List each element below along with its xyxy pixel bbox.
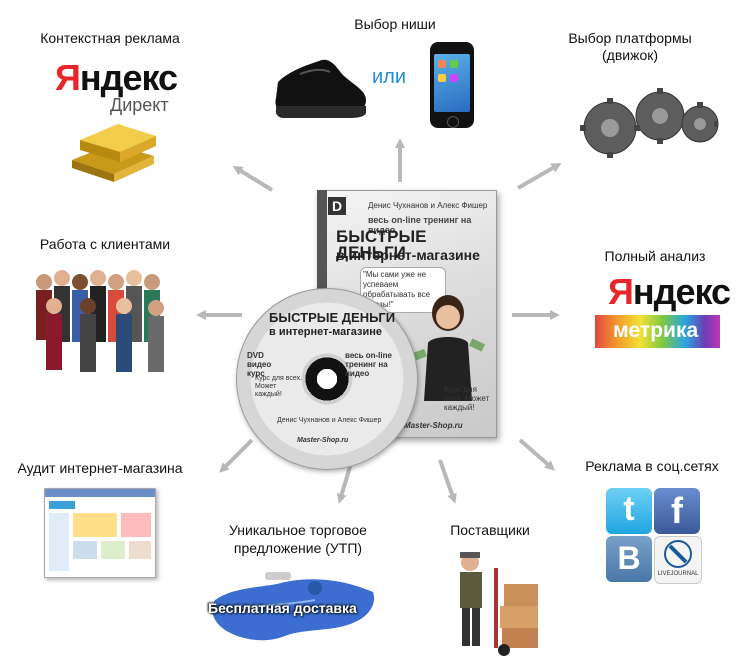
disc-title-2: в интернет-магазине bbox=[269, 326, 383, 338]
arrow-to-social bbox=[518, 438, 556, 471]
yandex-logo-first-letter: Я bbox=[55, 57, 81, 98]
metrika-text: метрика bbox=[613, 319, 699, 342]
box-tagline: весь on-line тренинг на видео bbox=[368, 215, 472, 235]
free-delivery-banner: Бесплатная доставка bbox=[208, 600, 357, 616]
facebook-letter: f bbox=[671, 490, 683, 531]
website-screenshot-image bbox=[44, 488, 156, 578]
woman-photo bbox=[411, 295, 486, 401]
or-text: или bbox=[372, 66, 407, 88]
disc-authors: Денис Чухнанов и Алекс Фишер bbox=[277, 417, 382, 424]
suppliers-label: Поставщики bbox=[450, 522, 530, 538]
metrika-banner: метрика bbox=[595, 315, 720, 348]
facebook-icon: f bbox=[654, 488, 700, 534]
arrow-to-platform bbox=[517, 163, 562, 190]
disc-course: Курс для всех. Может каждый! bbox=[255, 375, 303, 398]
russia-map-image bbox=[212, 572, 375, 641]
twitter-letter: t bbox=[623, 490, 635, 528]
context-ads-label: Контекстная реклама bbox=[40, 30, 180, 46]
shoe-image bbox=[275, 59, 366, 118]
box-site: Master-Shop.ru bbox=[404, 421, 463, 430]
usp-label-1: Уникальное торговое bbox=[229, 522, 367, 538]
phone-image bbox=[430, 42, 474, 128]
vk-letter: B bbox=[617, 540, 641, 576]
box-title-2: в интернет-магазине bbox=[336, 247, 480, 263]
social-label: Реклама в соц.сетях bbox=[585, 458, 719, 474]
arrow-to-audit bbox=[219, 438, 254, 473]
livejournal-icon: LIVEJOURNAL bbox=[654, 536, 702, 584]
audit-label: Аудит интернет-магазина bbox=[17, 460, 183, 476]
livejournal-pencil-icon bbox=[664, 540, 692, 568]
dvd-disc: БЫСТРЫЕ ДЕНЬГИ в интернет-магазине DVD в… bbox=[236, 288, 418, 470]
dvd-logo-icon: D bbox=[328, 197, 346, 215]
yandex-logo-first-letter-2: Я bbox=[608, 271, 634, 312]
twitter-icon: t bbox=[606, 488, 652, 534]
arrow-to-suppliers bbox=[438, 459, 457, 504]
disc-site: Master-Shop.ru bbox=[297, 437, 349, 444]
clients-label: Работа с клиентами bbox=[39, 236, 171, 252]
yandex-logo-rest: ндекс bbox=[79, 57, 178, 98]
gears-image bbox=[580, 88, 719, 158]
usp-label-2: предложение (УТП) bbox=[233, 540, 363, 556]
yandex-logo-rest-2: ндекс bbox=[632, 271, 731, 312]
niche-label: Выбор ниши bbox=[354, 16, 436, 32]
yandex-direct-logo: Яндекс bbox=[55, 57, 178, 98]
yandex-direct-sub: Директ bbox=[110, 95, 169, 115]
disc-tagline: весь on-line тренинг на видео bbox=[345, 351, 392, 378]
box-authors: Денис Чухнанов и Алекс Фишер bbox=[368, 201, 488, 210]
gold-bars-image bbox=[72, 124, 156, 182]
disc-dvd: DVD видео курс bbox=[247, 351, 272, 378]
disc-title-1: БЫСТРЫЕ ДЕНЬГИ bbox=[269, 310, 396, 325]
people-group-image bbox=[36, 270, 164, 372]
platform-label: Выбор платформы (движок) bbox=[568, 30, 692, 63]
box-title-1: БЫСТРЫЕ ДЕНЬГИ bbox=[336, 227, 427, 262]
livejournal-text: LIVEJOURNAL bbox=[657, 571, 699, 577]
box-course: Курс для всех. Может каждый! bbox=[444, 385, 490, 412]
analysis-label: Полный анализ bbox=[604, 248, 706, 264]
delivery-man-image bbox=[460, 552, 538, 656]
vk-icon: B bbox=[606, 536, 652, 582]
arrow-to-context-ads bbox=[232, 165, 274, 192]
yandex-metrika-logo: Яндекс bbox=[608, 271, 731, 312]
